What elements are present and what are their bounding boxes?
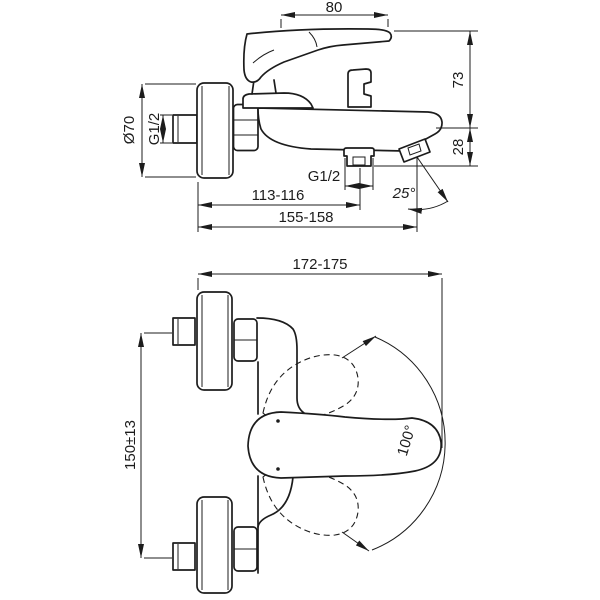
- dim-escutcheon-diameter: Ø70: [121, 116, 138, 144]
- swing-arc: [371, 336, 446, 551]
- lever-swing-down-outline: [262, 469, 359, 536]
- lever-handle-side: [242, 28, 393, 83]
- wall-nipple-side: [172, 114, 198, 144]
- aerator: [398, 138, 431, 163]
- wall-nipple-top-front: [172, 317, 196, 346]
- side-view: 80 73 28 Ø70 G1/2 G1/2 113-116 155-158: [121, 0, 478, 232]
- diverter-knob: [347, 68, 372, 108]
- dim-spray-angle: 25°: [392, 185, 416, 202]
- cartridge-dome: [242, 92, 314, 109]
- dim-wall-to-spout-tip: 155-158: [278, 209, 333, 226]
- lever-handle-front: [247, 411, 442, 479]
- body-bracket-front: [256, 317, 305, 414]
- dim-spout-drop: 28: [450, 139, 467, 156]
- hex-nut-side: [232, 103, 259, 152]
- handle-screw-dot-bottom: [276, 467, 280, 471]
- dim-wall-thread: G1/2: [146, 113, 163, 146]
- dim-overall-width: 172-175: [292, 256, 347, 273]
- dim-connection-spacing: 150±13: [122, 420, 139, 470]
- escutcheon-top-front: [196, 291, 233, 391]
- dim-outlet-thread: G1/2: [308, 168, 341, 185]
- handle-screw-dot-top: [276, 419, 280, 423]
- front-view: 100° 172-175 150±13: [122, 256, 446, 594]
- dim-wall-to-outlet: 113-116: [252, 187, 305, 204]
- dim-height-above-spout: 73: [450, 72, 467, 89]
- lever-swing-up-outline: [262, 354, 359, 421]
- escutcheon-bottom-front: [196, 496, 233, 594]
- wall-nipple-bottom-front: [172, 542, 196, 571]
- dim-handle-length: 80: [326, 0, 343, 16]
